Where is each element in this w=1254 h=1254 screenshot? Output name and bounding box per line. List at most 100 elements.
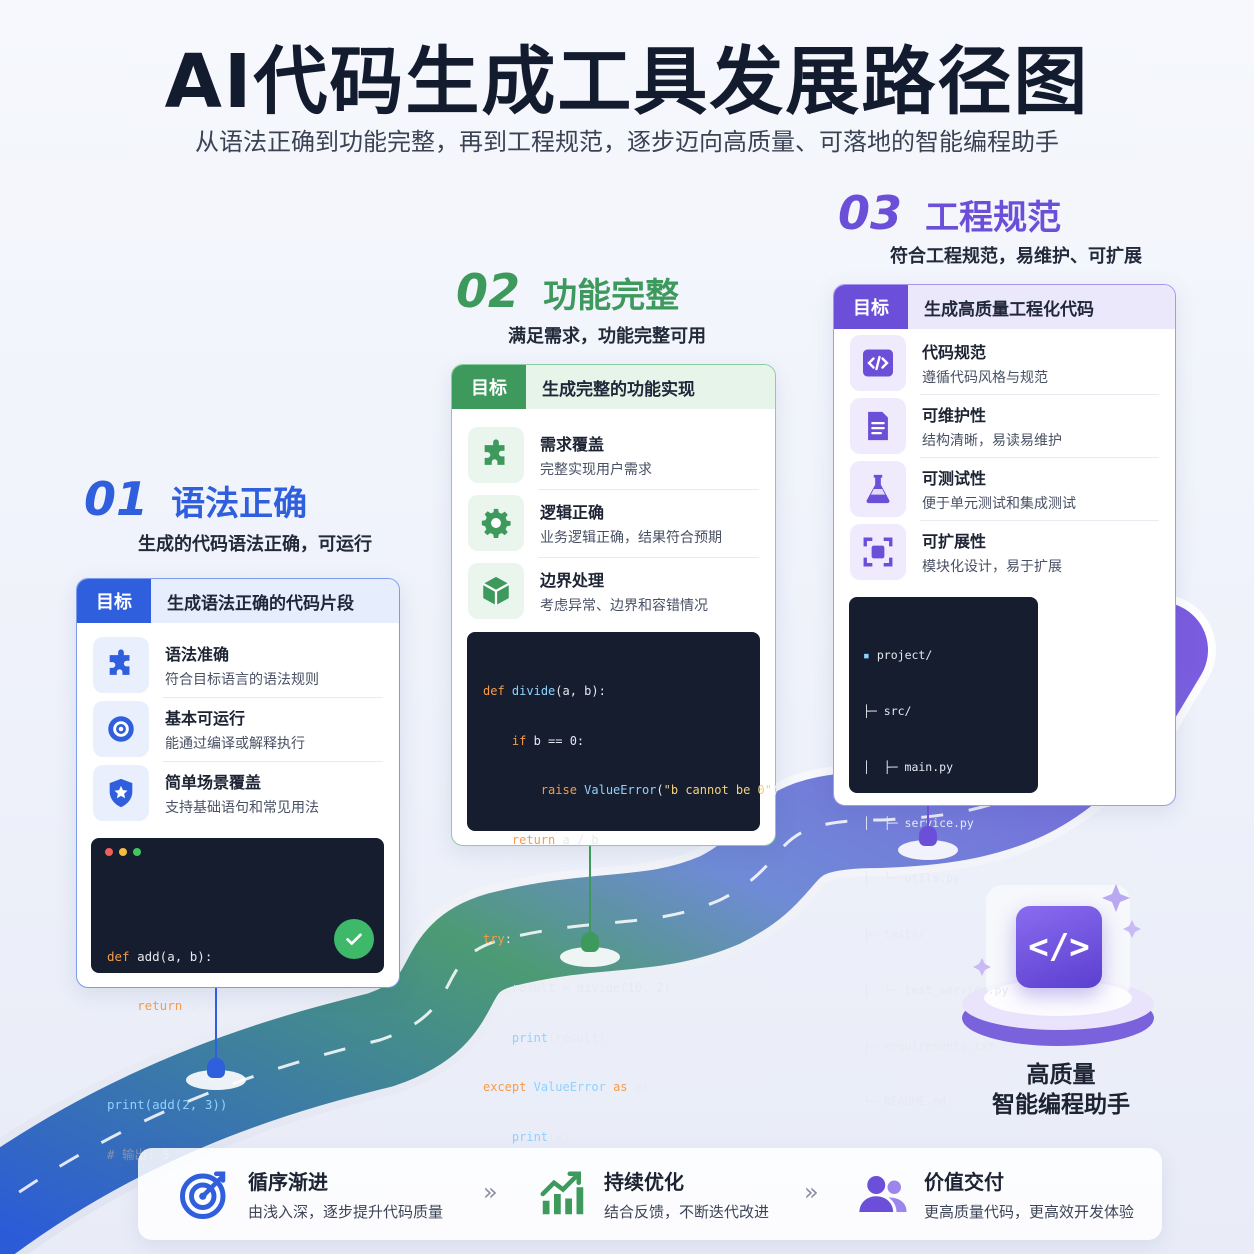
shield-icon [93,765,149,821]
window-dot-red [105,848,113,856]
stage-1-number: 01 [84,472,149,526]
summary-desc: 更高质量代码，更高效开发体验 [924,1203,1135,1221]
sparkle-icon [1102,884,1130,912]
item-desc: 业务逻辑正确，结果符合预期 [540,530,722,546]
users-icon [856,1167,910,1221]
summary-item-value: 价值交付 更高质量代码，更高效开发体验 [856,1148,1134,1240]
bottom-summary-bar: 循序渐进 由浅入深，逐步提升代码质量 » 持续优化 结合反馈，不断迭代改进 » … [138,1148,1162,1240]
item-desc: 符合目标语言的语法规则 [165,672,319,688]
item-desc: 能通过编译或解释执行 [165,736,305,752]
item-title: 需求覆盖 [540,435,605,454]
folder-icon-row: ▪ project/ [863,648,933,663]
stage-1-item-runnable: 基本可运行 能通过编译或解释执行 [77,697,399,761]
tree-line: │ ├─ main.py [863,759,954,774]
stage-2-item-boundary: 边界处理 考虑异常、边界和容错情况 [452,557,775,625]
stage-1-item-syntax: 语法准确 符合目标语言的语法规则 [77,633,399,697]
item-desc: 支持基础语句和常见用法 [165,800,319,816]
item-title: 可扩展性 [922,531,987,551]
page-subtitle: 从语法正确到功能完整，再到工程规范，逐步迈向高质量、可落地的智能编程助手 [195,128,1059,156]
sparkle-icon [1123,920,1141,938]
stage-1-goal: 生成语法正确的代码片段 [167,593,354,614]
page-title: AI代码生成工具发展路径图 [164,39,1090,125]
puzzle-icon [468,427,524,483]
stage-3-number: 03 [838,186,903,240]
item-title: 可维护性 [922,405,987,425]
code-line: print(result) [511,1030,606,1045]
sparkle-icon [973,958,991,976]
code-line: def divide(a, b): [483,684,606,698]
tree-line: │ └─ test_service.py [863,982,1009,997]
stage-1-name: 语法正确 [171,484,308,524]
tree-line: ├─ src/ [863,703,912,718]
stage-2-heading: 02 功能完整 [456,264,679,318]
stage-1-item-coverage: 简单场景覆盖 支持基础语句和常见用法 [77,761,399,825]
growth-chart-icon [536,1167,590,1221]
item-desc: 便于单元测试和集成测试 [922,495,1076,512]
item-desc: 完整实现用户需求 [540,462,652,478]
stage-1-description: 生成的代码语法正确，可运行 [138,534,372,555]
code-line: def add(a, b): [107,948,213,964]
item-title: 基本可运行 [165,709,246,728]
stage-2-number: 02 [456,264,521,318]
assistant-icon-text: </> [1028,927,1090,967]
code-line: print(add(2, 3)) [107,1097,228,1112]
stage-3-goal: 生成高质量工程化代码 [924,299,1094,320]
stage-3-item-maintainability: 可维护性 结构清晰，易读易维护 [834,394,1175,457]
code-line: print(e) [511,1129,570,1144]
document-icon [850,397,906,454]
chevron-right-icon: » [804,1178,819,1206]
item-title: 简单场景覆盖 [165,773,262,792]
gear-icon [468,495,524,551]
stage-3-pin-line [927,806,929,836]
stage-2-description: 满足需求，功能完整可用 [508,326,706,347]
stage-2-code-block: def divide(a, b): if b == 0: raise Value… [467,632,779,1144]
tree-line: ├─ requirements.txt [863,1038,995,1053]
pin-base-3 [898,840,958,860]
expand-icon [850,523,906,580]
stage-1-pin-line [215,988,217,1068]
stage-3-file-tree: ▪ project/ ├─ src/ │ ├─ main.py │ ├─ ser… [849,597,1038,1108]
stage-1-goal-header: 目标 生成语法正确的代码片段 [77,579,399,623]
goal-tag: 目标 [77,579,151,623]
assistant-label-line1: 高质量 [1026,1062,1096,1088]
stage-3-item-style: 代码规范 遵循代码风格与规范 [834,331,1175,394]
summary-desc: 由浅入深，逐步提升代码质量 [248,1203,444,1221]
stage-3-description: 符合工程规范，易维护、可扩展 [890,246,1142,267]
tree-line: │ └─ utils.py [863,871,960,886]
check-icon [334,919,374,959]
code-line: return a / b [511,832,599,847]
code-line: if b == 0: [511,733,585,748]
assistant-code-icon: </> [1016,906,1102,988]
goal-tag: 目标 [452,365,526,409]
summary-title: 持续优化 [604,1170,684,1194]
stage-2-goal-header: 目标 生成完整的功能实现 [452,365,775,409]
code-line: raise ValueError("b cannot be 0") [540,783,779,797]
gear-shield-icon [93,701,149,757]
stage-2-pin-line [589,846,591,938]
item-desc: 遵循代码风格与规范 [922,369,1048,386]
stage-3-goal-header: 目标 生成高质量工程化代码 [834,285,1175,329]
assistant-label-line2: 智能编程助手 [992,1092,1130,1118]
summary-item-optimize: 持续优化 结合反馈，不断迭代改进 [536,1148,769,1240]
code-line: except ValueError as e: [483,1080,650,1094]
stage-1-code-block: def add(a, b): return a + b print(add(2,… [91,838,384,1162]
folder-icon: ▪ [863,648,870,663]
target-icon [178,1167,232,1221]
item-title: 逻辑正确 [540,503,605,522]
item-title: 代码规范 [922,342,987,362]
code-icon [850,334,906,391]
assistant-label: 高质量 智能编程助手 [966,1060,1156,1120]
code-line: try: [483,931,512,946]
pin-base-2 [560,947,620,967]
pin-base-1 [186,1070,246,1090]
flask-icon [850,460,906,517]
window-dot-green [133,848,141,856]
summary-desc: 结合反馈，不断迭代改进 [604,1203,770,1221]
summary-title: 价值交付 [924,1170,1004,1194]
code-line [483,881,744,898]
code-line: return a + b [107,998,228,1013]
road-center-line [0,665,1152,1208]
tree-line: └─ README.md [863,1094,947,1109]
summary-title: 循序渐进 [248,1170,328,1194]
goal-tag: 目标 [834,285,908,329]
